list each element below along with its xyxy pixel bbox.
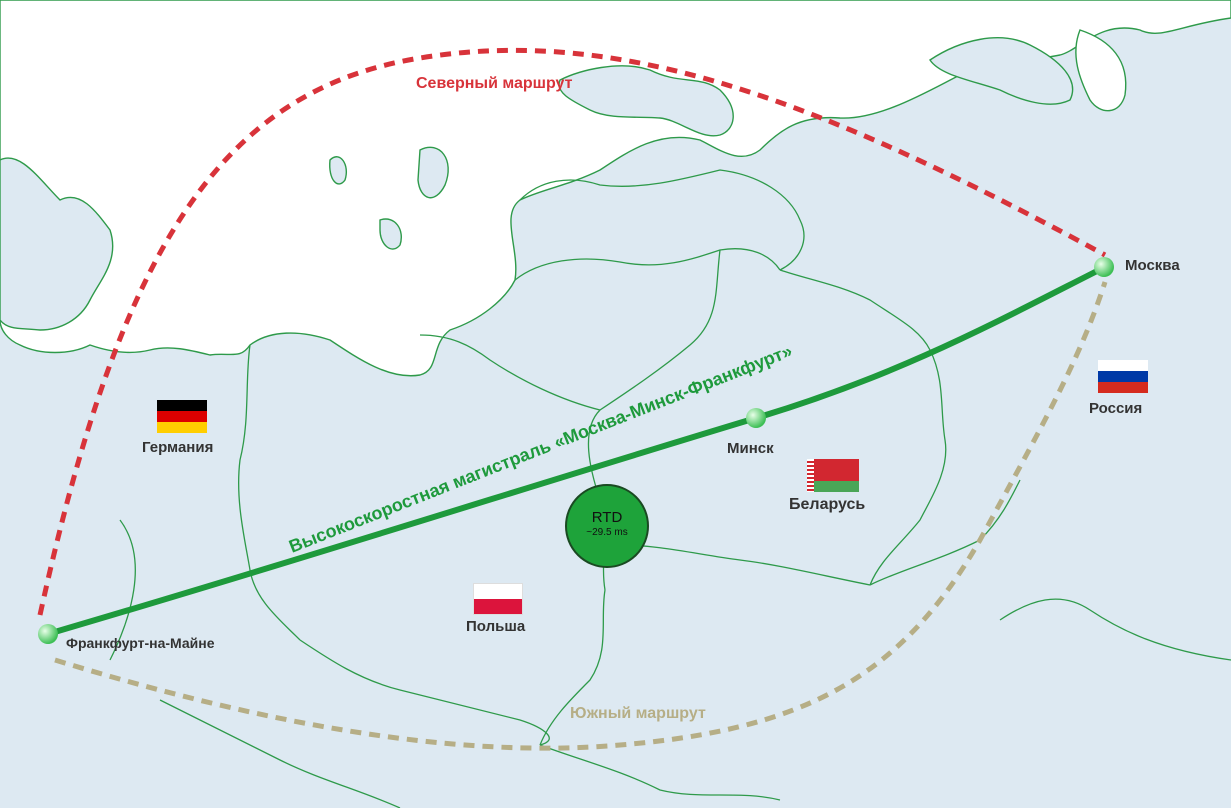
flag-belarus-icon [807,459,859,492]
rtd-value: ~29.5 ms [586,527,628,538]
moscow-marker [1094,257,1114,277]
city-label-frankfurt: Франкфурт-на-Майне [66,635,215,651]
rtd-badge: RTD ~29.5 ms [565,484,649,568]
country-label-germany: Германия [142,439,214,456]
flag-germany-icon [157,400,207,433]
sea [0,0,1231,377]
flag-poland-icon [473,583,523,615]
north-route [37,47,1107,616]
south-route-label: Южный маршрут [570,705,706,722]
south-route [54,281,1108,751]
main-route-label: Высокоскоростная магистраль «Москва-Минс… [286,341,795,557]
flag-russia-icon [1098,360,1148,393]
minsk-marker [746,408,766,428]
country-label-poland: Польша [466,618,526,635]
country-label-belarus: Беларусь [789,496,866,513]
north-route-label: Северный маршрут [416,75,573,92]
city-label-minsk: Минск [727,440,774,457]
country-label-russia: Россия [1089,400,1143,417]
city-label-moscow: Москва [1125,257,1180,274]
main-route [47,265,1105,637]
rtd-title: RTD [591,509,623,526]
frankfurt-marker [38,624,58,644]
